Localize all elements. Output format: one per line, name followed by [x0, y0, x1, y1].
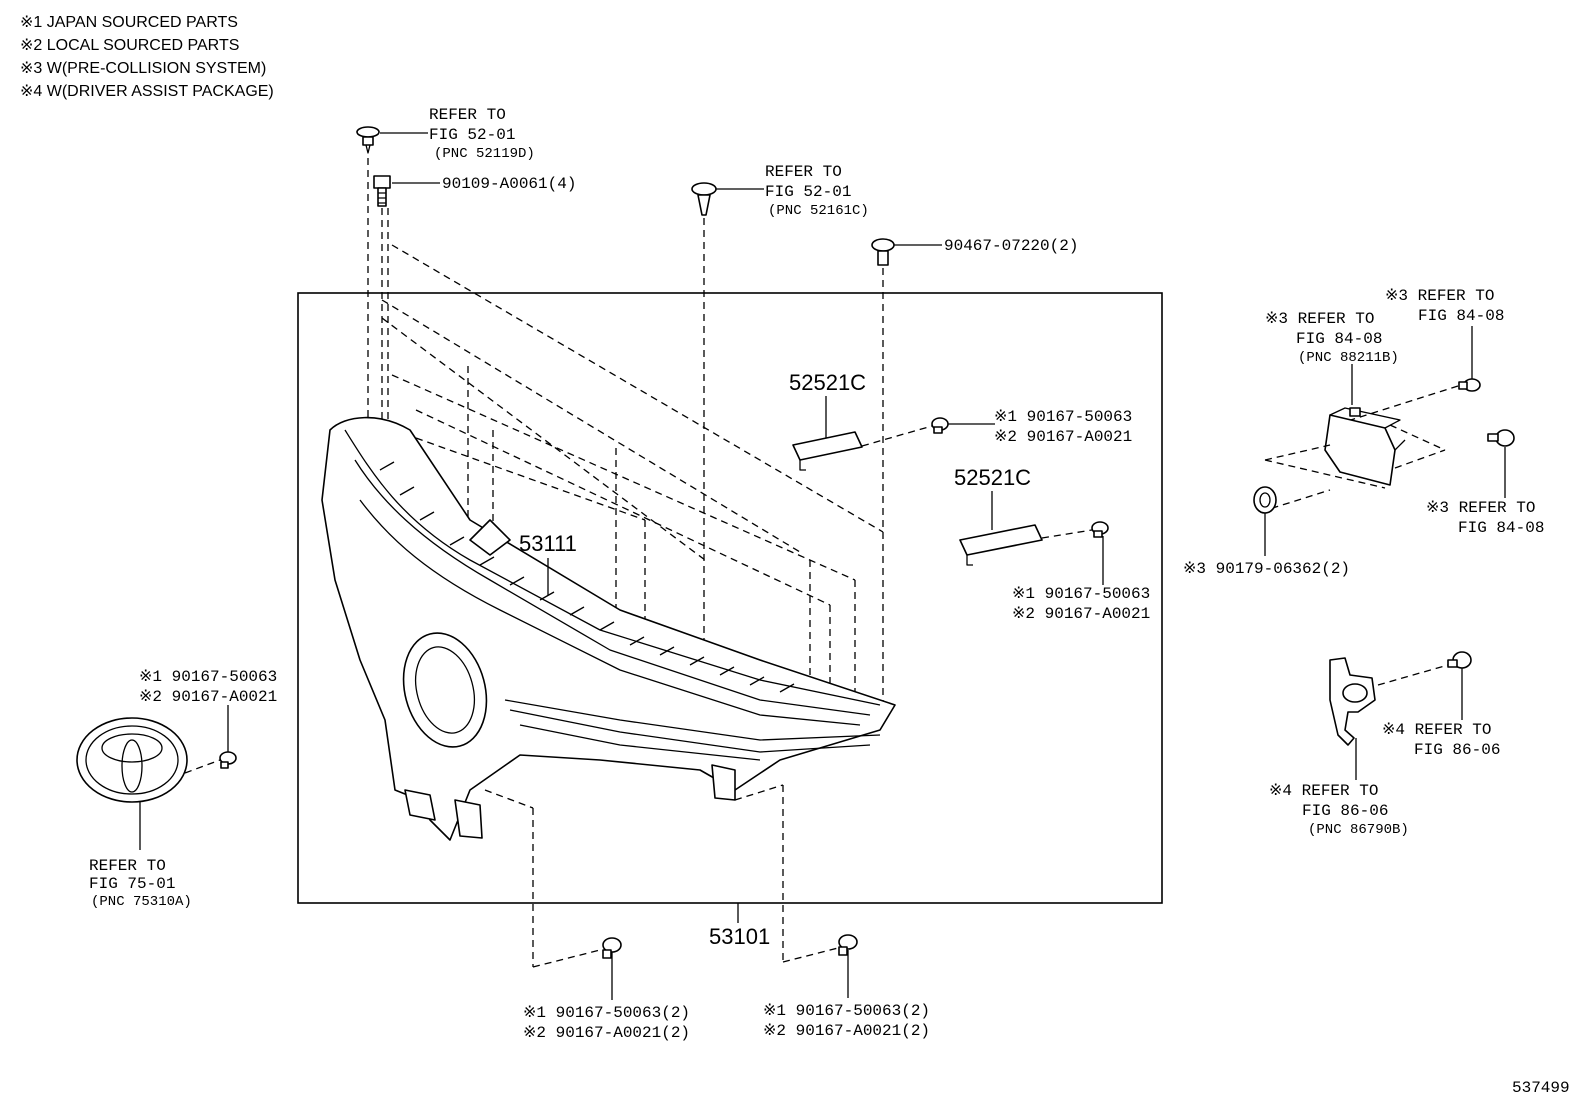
ref-84-08-mid-line1: ※3 REFER TO: [1426, 499, 1535, 517]
clip-90467-label: 90467-07220(2): [944, 237, 1078, 255]
ref-88211b-line3: (PNC 88211B): [1298, 350, 1399, 366]
bottom-left-screw-1: ※1 90167-50063(2): [523, 1004, 690, 1022]
ref-86790b-line1: ※4 REFER TO: [1269, 782, 1378, 800]
ref-84-08-mid-line2: FIG 84-08: [1458, 519, 1544, 537]
bottom-right-screw-2: ※2 90167-A0021(2): [763, 1022, 930, 1040]
radar-side-bolt-icon: [1487, 429, 1515, 447]
radar-sensor-icon: [1324, 407, 1406, 486]
emblem-screw-icon: [219, 751, 237, 769]
note-4: ※4 W(DRIVER ASSIST PACKAGE): [20, 83, 274, 100]
part-52521c-lower-label: 52521C: [954, 465, 1031, 490]
bottom-right-screw-1: ※1 90167-50063(2): [763, 1002, 930, 1020]
ref-75310a-line2: FIG 75-01: [89, 875, 175, 893]
bracket-52521c-upper-icon: [792, 431, 863, 471]
notes-legend: ※1 JAPAN SOURCED PARTS ※2 LOCAL SOURCED …: [20, 14, 274, 100]
ref-86-06-right-line1: ※4 REFER TO: [1382, 721, 1491, 739]
radar-top-bolt-icon: [1458, 378, 1481, 392]
upper-bracket-screw-2: ※2 90167-A0021: [994, 428, 1132, 446]
ref-84-08-top-line1: ※3 REFER TO: [1385, 287, 1494, 305]
camera-bracket-icon: [1329, 657, 1376, 746]
lower-bracket-screw-1: ※1 90167-50063: [1012, 585, 1150, 603]
grille-assembly-drawing: [321, 416, 896, 841]
ref-52119d-line1: REFER TO: [429, 106, 506, 124]
emblem-screw-2: ※2 90167-A0021: [139, 688, 277, 706]
ref-75310a-line3: (PNC 75310A): [91, 894, 192, 910]
emblem-screw-1: ※1 90167-50063: [139, 668, 277, 686]
ref-52161c-line1: REFER TO: [765, 163, 842, 181]
ref-84-08-top-line2: FIG 84-08: [1418, 307, 1504, 325]
ref-52161c-line3: (PNC 52161C): [768, 203, 869, 219]
nut-90179-label: ※3 90179-06362(2): [1183, 560, 1350, 578]
part-52521c-upper-label: 52521C: [789, 370, 866, 395]
clip-90467-icon: [871, 238, 895, 266]
bolt-90109-icon: [373, 175, 391, 207]
ref-86790b-line2: FIG 86-06: [1302, 802, 1388, 820]
ref-52119d-line3: (PNC 52119D): [434, 146, 535, 162]
note-3: ※3 W(PRE-COLLISION SYSTEM): [20, 60, 266, 77]
assembly-frame: [297, 292, 1163, 904]
upper-bracket-screw-1: ※1 90167-50063: [994, 408, 1132, 426]
bottom-left-screw-2: ※2 90167-A0021(2): [523, 1024, 690, 1042]
radar-nut-icon: [1253, 486, 1277, 514]
ref-52161c-line2: FIG 52-01: [765, 183, 851, 201]
bottom-right-screw-icon: [838, 934, 858, 956]
clip-52161c-icon: [691, 182, 717, 216]
camera-bolt-icon: [1447, 651, 1472, 669]
ref-86-06-right-line2: FIG 86-06: [1414, 741, 1500, 759]
figure-id: 537499: [1512, 1079, 1570, 1097]
screw-lower-icon: [1091, 521, 1109, 538]
emblem-icon: [76, 717, 188, 803]
part-53111-label: 53111: [519, 531, 577, 556]
bolt-90109-label: 90109-A0061(4): [442, 175, 576, 193]
part-53101-label: 53101: [709, 924, 770, 949]
ref-86790b-line3: (PNC 86790B): [1308, 822, 1409, 838]
ref-88211b-line2: FIG 84-08: [1296, 330, 1382, 348]
note-2: ※2 LOCAL SOURCED PARTS: [20, 37, 239, 54]
ref-75310a-line1: REFER TO: [89, 857, 166, 875]
clip-52119d-icon: [356, 126, 380, 154]
lower-bracket-screw-2: ※2 90167-A0021: [1012, 605, 1150, 623]
screw-upper-icon: [931, 417, 949, 434]
ref-88211b-line1: ※3 REFER TO: [1265, 310, 1374, 328]
ref-52119d-line2: FIG 52-01: [429, 126, 515, 144]
bracket-52521c-lower-icon: [959, 524, 1043, 566]
note-1: ※1 JAPAN SOURCED PARTS: [20, 14, 238, 31]
